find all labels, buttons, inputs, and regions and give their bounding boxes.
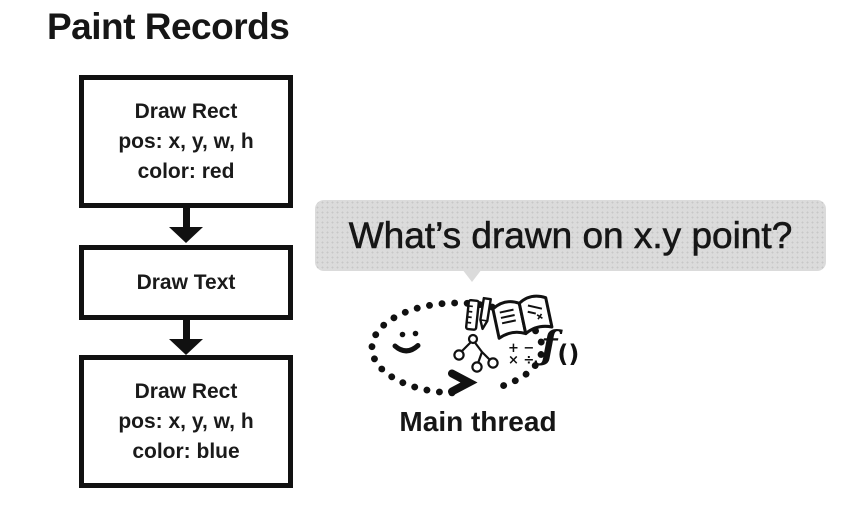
record-color-label: color: red	[137, 159, 235, 183]
record-op-label: Draw Text	[136, 270, 236, 294]
record-op-label: Draw Rect	[134, 379, 238, 403]
pencil-icon	[479, 296, 492, 331]
page-title: Paint Records	[47, 6, 290, 47]
speech-bubble-tail	[462, 269, 482, 282]
main-thread-illustration: + − × ÷ ƒ()	[368, 294, 579, 397]
arrow-head	[169, 339, 203, 355]
dotted-loop-icon	[368, 299, 546, 397]
dom-tree-icon	[453, 333, 499, 373]
bubble-text: What’s drawn on x.y point?	[348, 214, 793, 256]
svg-text:× ÷: × ÷	[508, 353, 534, 368]
ruler-icon	[464, 298, 480, 331]
arrow-stem	[182, 208, 190, 229]
arrow-head	[169, 227, 203, 243]
main-thread-label: Main thread	[399, 406, 557, 437]
record-pos-label: pos: x, y, w, h	[118, 409, 254, 433]
loop-arrowhead-icon	[448, 369, 478, 396]
record-color-label: color: blue	[132, 439, 240, 463]
paint-record-box-draw-rect-blue: Draw Rect pos: x, y, w, h color: blue	[79, 355, 293, 488]
svg-text:+ −: + −	[508, 341, 534, 356]
flow-arrow-down-icon	[169, 320, 203, 355]
paint-record-box-draw-rect-red: Draw Rect pos: x, y, w, h color: red	[79, 75, 293, 208]
record-pos-label: pos: x, y, w, h	[118, 129, 254, 153]
smiley-face-icon	[392, 330, 421, 354]
paint-record-box-draw-text: Draw Text	[79, 245, 293, 320]
record-op-label: Draw Rect	[134, 99, 238, 123]
arrow-stem	[182, 320, 190, 341]
open-book-icon	[491, 294, 554, 340]
flow-arrow-down-icon	[169, 208, 203, 243]
math-symbols: + − × ÷	[508, 341, 534, 368]
speech-bubble: What’s drawn on x.y point?	[315, 200, 826, 271]
function-symbol: ƒ()	[534, 322, 579, 368]
